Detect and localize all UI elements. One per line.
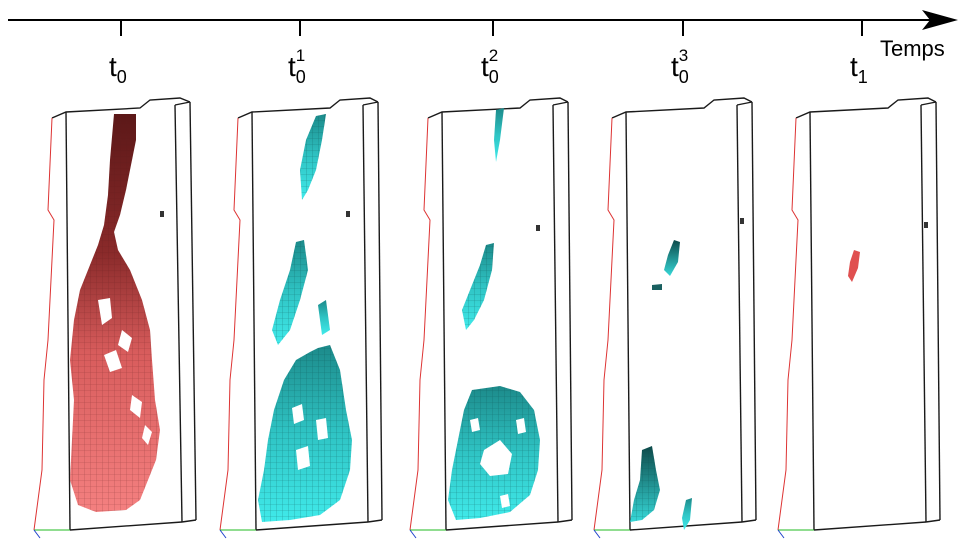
tick-label-t1: t1: [850, 51, 868, 87]
axis-arrowhead-icon: [922, 10, 958, 30]
panel-t0: [33, 97, 197, 539]
crack-region-cyan: [448, 108, 540, 520]
tick-label-t0: t0: [109, 51, 127, 87]
tick-label-t0-2: t02: [481, 46, 499, 87]
crack-region-cyan: [630, 218, 744, 530]
panel-t1: [777, 97, 941, 539]
crack-region-red: [70, 114, 164, 512]
panel-t0-2: [409, 97, 573, 539]
tick-label-t0-1: t01: [288, 46, 306, 87]
box-outline: [219, 97, 383, 539]
panel-t0-3: [593, 97, 757, 539]
crack-region-cyan: [258, 114, 352, 522]
tick-group: t0 t01 t02 t03 t1: [109, 20, 868, 87]
axis-label: Temps: [880, 36, 945, 61]
tick-label-t0-3: t03: [671, 46, 689, 87]
panel-t0-1: [219, 97, 383, 539]
time-axis: Temps: [8, 10, 958, 61]
box-outline: [33, 97, 197, 539]
box-outline: [777, 97, 941, 539]
box-outline: [593, 97, 757, 539]
box-outline: [409, 97, 573, 539]
crack-region-red: [848, 222, 928, 282]
